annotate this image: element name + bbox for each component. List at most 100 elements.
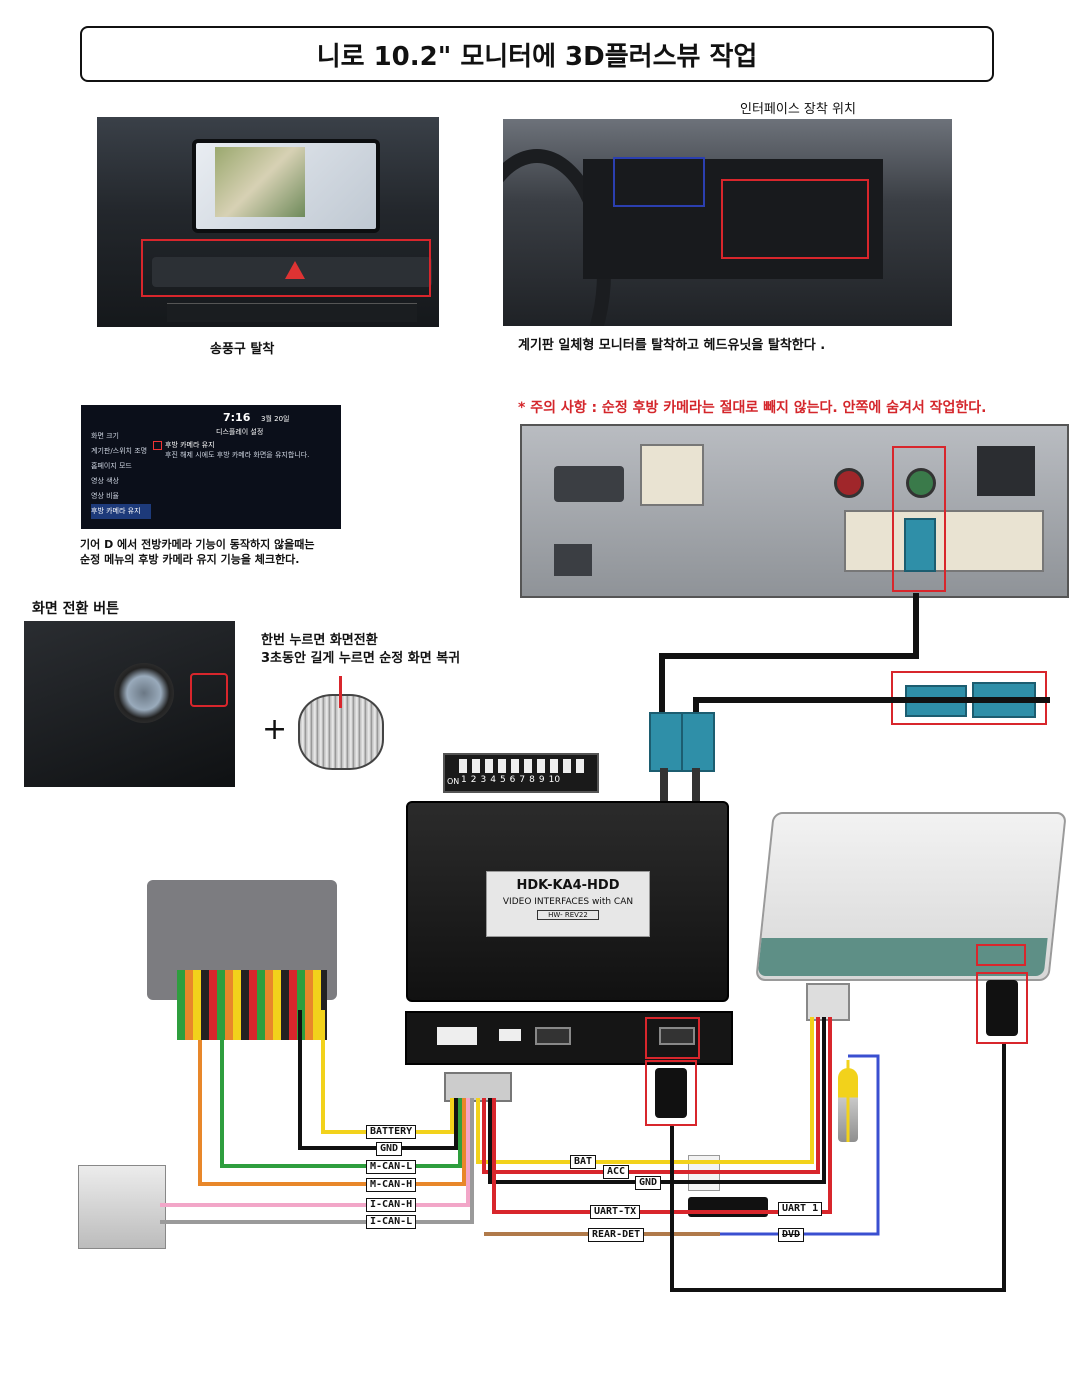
gear-console-photo: [24, 621, 235, 787]
interface-location-highlight: [613, 157, 705, 207]
settings-menu-item[interactable]: 화면 크기: [91, 432, 119, 440]
dip-on-label: ON: [447, 777, 460, 786]
label-ican-h: I-CAN-H: [366, 1198, 417, 1212]
dip-number: 7: [519, 775, 526, 785]
settings-menu-item[interactable]: 영상 색상: [91, 477, 119, 485]
press-arrow: [339, 676, 342, 708]
wire-mcan-l-green: [220, 1040, 462, 1168]
settings-menu-item[interactable]: 후방 카메라 유지: [91, 504, 151, 519]
dip-number: 10: [548, 775, 561, 785]
fakra-cable-black-1: [659, 593, 919, 712]
gear-d-note: 기어 D 에서 전방카메라 기능이 동작하지 않을때는 순정 메뉴의 후방 카메…: [80, 537, 315, 567]
gear-dial: [114, 663, 174, 723]
hazard-icon: [285, 261, 305, 279]
dip-number: 2: [470, 775, 477, 785]
wire-acc-red: [482, 1017, 820, 1174]
gear-d-line-2: 순정 메뉴의 후방 카메라 유지 기능을 체크한다.: [80, 553, 300, 566]
switch-button-highlight: [190, 673, 228, 707]
dip-switch[interactable]: ON 1 2 3 4 5 6 7 8 9 10: [443, 753, 599, 793]
settings-menu-item[interactable]: 계기판/스위치 조명: [91, 447, 148, 455]
screen-header: 디스플레이 설정: [216, 428, 264, 436]
screen-time: 7:16: [223, 411, 251, 424]
can-connector-photo: [78, 1165, 166, 1249]
option-description: 후진 해제 시에도 후방 카메라 화면을 유지합니다.: [165, 451, 310, 459]
hdmi-cable-right-highlight: [976, 972, 1028, 1044]
wire-bat-yellow: [476, 1017, 814, 1164]
fakra-cable-black-2: [693, 697, 1050, 712]
hdmi-plug-left: [655, 1068, 687, 1118]
settings-menu: 화면 크기 계기판/스위치 조명 홈페이지 모드 영상 색상 영상 비율 후방 …: [91, 429, 151, 519]
option-checkbox[interactable]: [153, 441, 162, 450]
control-strip: [167, 303, 417, 322]
wire-ican-h-pink: [160, 1098, 470, 1207]
hdmi-port-highlight: [645, 1017, 700, 1059]
headunit-removal-photo: [503, 119, 952, 326]
option-title: 후방 카메라 유지: [165, 441, 215, 449]
hdmi-cable-left-highlight: [645, 1060, 697, 1126]
gear-d-line-1: 기어 D 에서 전방카메라 기능이 동작하지 않을때는: [80, 538, 315, 551]
warning-note: * 주의 사항 : 순정 후방 카메라는 절대로 빼지 않는다. 안쪽에 숨겨서…: [518, 400, 987, 416]
settings-menu-item[interactable]: 홈페이지 모드: [91, 462, 132, 470]
port-hdmi-a: [535, 1027, 571, 1045]
wire-uart-tx-red: [492, 1017, 832, 1214]
port-hdmi-b: [659, 1027, 695, 1045]
lower-connector-left: [554, 544, 592, 576]
dip-number: 6: [509, 775, 516, 785]
device-subtitle: VIDEO INTERFACES with CAN: [502, 897, 634, 907]
port-main: [437, 1027, 477, 1045]
label-mcan-l: M-CAN-L: [366, 1160, 417, 1174]
fakra-blue-adapter: [904, 518, 936, 572]
dashboard-vent-photo: [97, 117, 439, 327]
label-ican-l: I-CAN-L: [366, 1215, 417, 1229]
dip-number: 1: [461, 775, 467, 785]
fakra-red: [834, 468, 864, 498]
settings-menu-item[interactable]: 영상 비율: [91, 492, 119, 500]
headunit-connector-highlight: [721, 179, 869, 259]
dip-number: 9: [538, 775, 545, 785]
interface-port-side: [405, 1011, 733, 1065]
hdmi-cable: [670, 1044, 1006, 1292]
settings-screen: 7:16 3월 20일 디스플레이 설정 화면 크기 계기판/스위치 조명 홈페…: [81, 405, 341, 529]
device-rev: HW- REV22: [537, 910, 599, 920]
interface-label-plate: HDK-KA4-HDD VIDEO INTERFACES with CAN HW…: [486, 871, 650, 937]
dip-number: 5: [499, 775, 506, 785]
vent-highlight: [141, 239, 431, 297]
fakra-pair-left: [554, 466, 624, 502]
fakra-green: [906, 468, 936, 498]
remove-monitor-caption: 계기판 일체형 모니터를 탈착하고 헤드유닛을 탈착한다 .: [518, 338, 826, 353]
fakra-highlight-box: [892, 446, 946, 592]
dip-number: 4: [490, 775, 496, 785]
dip-numbers: 1 2 3 4 5 6 7 8 9 10: [461, 775, 560, 785]
label-bat: BAT: [570, 1155, 597, 1169]
press-instructions: 한번 누르면 화면전환 3초동안 길게 누르면 순정 화면 복귀: [261, 632, 460, 668]
label-dvd: DVD: [778, 1228, 805, 1242]
port-small: [499, 1029, 521, 1041]
label-uart1: UART 1: [778, 1202, 823, 1216]
vehicle-harness-photo: [147, 870, 342, 1040]
av-hdmi-highlight: [976, 944, 1026, 966]
wire-ican-l-gray: [160, 1098, 474, 1224]
interface-location-caption: 인터페이스 장착 위치: [740, 102, 856, 117]
page-title: 니로 10.2" 모니터에 3D플러스뷰 작업: [80, 26, 994, 82]
dip-number: 3: [480, 775, 487, 785]
label-battery: BATTERY: [366, 1125, 417, 1139]
wire-gnd2-black: [488, 1017, 826, 1184]
label-gnd2: GND: [635, 1176, 662, 1190]
vent-removal-caption: 송풍구 탈착: [210, 342, 275, 357]
main-harness-connector: [444, 1072, 512, 1102]
wire-mcan-h-orange: [198, 1040, 466, 1186]
label-gnd: GND: [376, 1142, 403, 1156]
interface-box: HDK-KA4-HDD VIDEO INTERFACES with CAN HW…: [406, 801, 729, 1002]
label-acc: ACC: [603, 1165, 630, 1179]
lower-connector-right: [977, 446, 1035, 496]
label-mcan-h: M-CAN-H: [366, 1178, 417, 1192]
av-connector-white: [806, 983, 850, 1021]
press-line-2: 3초동안 길게 누르면 순정 화면 복귀: [261, 651, 461, 666]
device-model: HDK-KA4-HDD: [516, 878, 620, 893]
label-uart-tx: UART-TX: [590, 1205, 641, 1219]
map-thumbnail: [215, 147, 305, 217]
fakra-input-teal-right: [681, 712, 715, 772]
hdmi-plug-right: [986, 980, 1018, 1036]
press-line-1: 한번 누르면 화면전환: [261, 633, 378, 648]
